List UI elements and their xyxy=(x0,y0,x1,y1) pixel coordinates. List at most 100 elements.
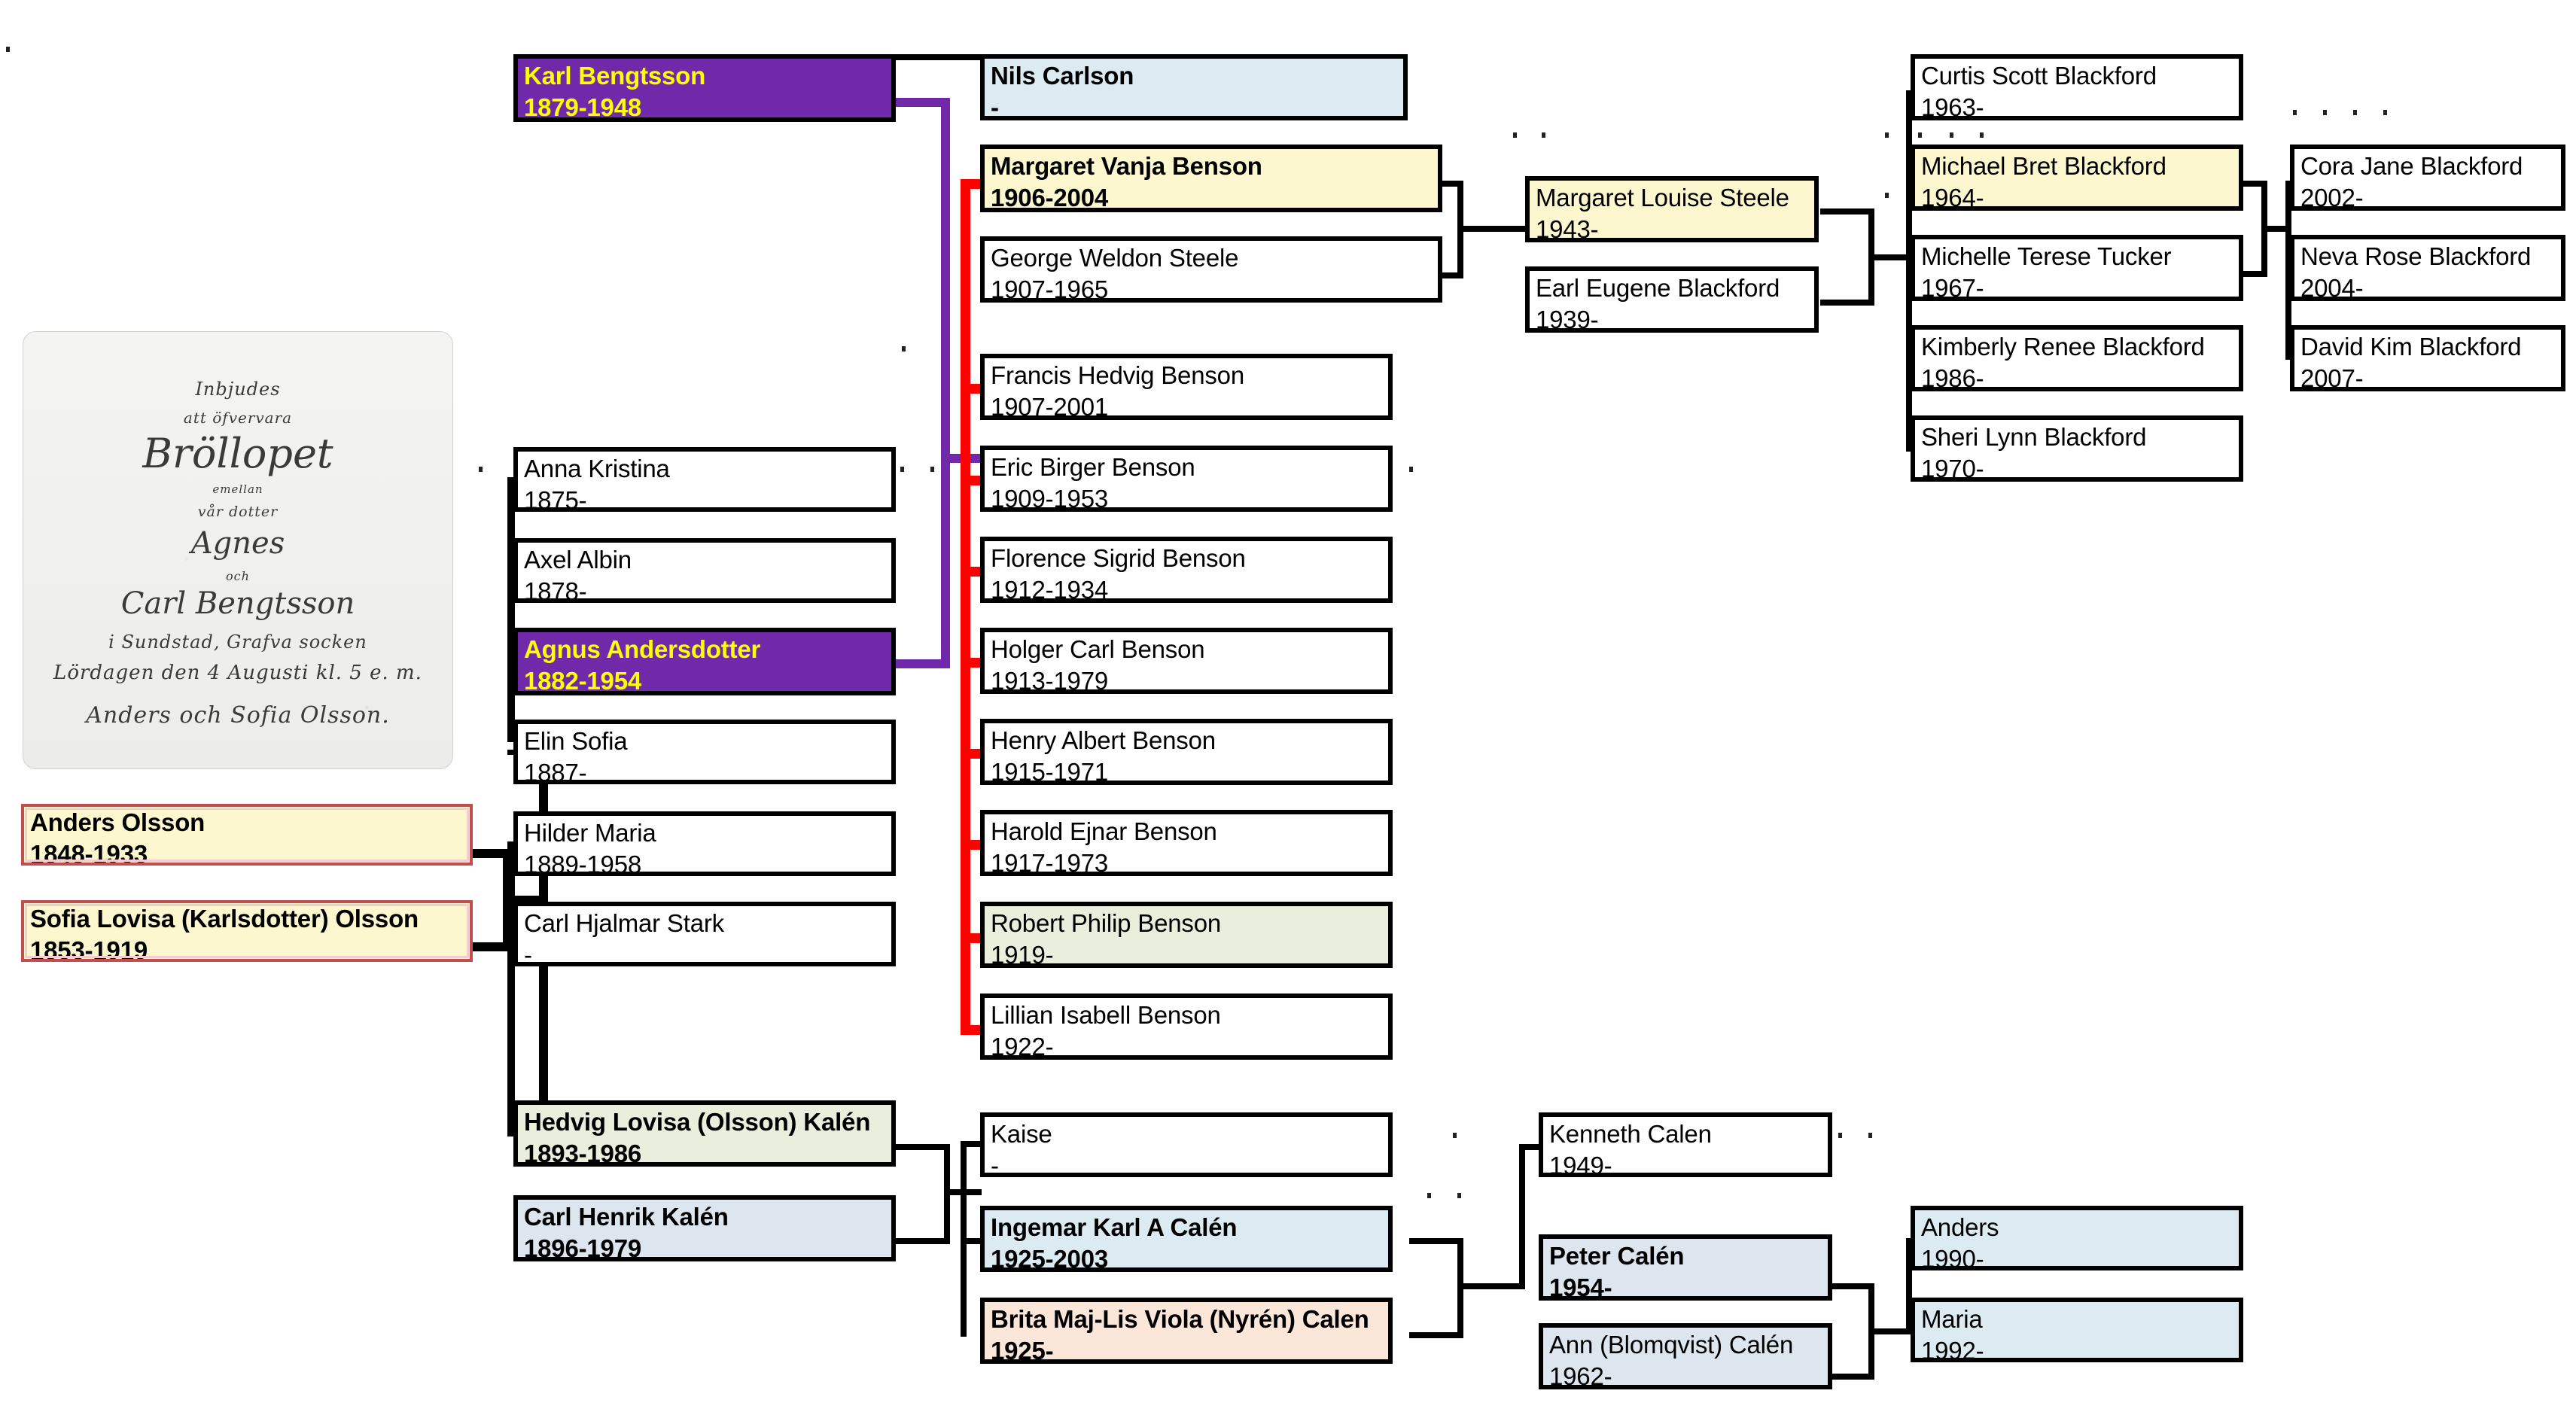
person-box-robert-philip-benson[interactable]: Robert Philip Benson 1919- xyxy=(980,902,1393,968)
person-dates: 1990- xyxy=(1921,1245,1984,1270)
connector-michael-bot xyxy=(2228,271,2267,277)
person-dates: 1992- xyxy=(1921,1337,1984,1362)
person-box-sheri-lynn-blackford[interactable]: Sheri Lynn Blackford 1970- xyxy=(1911,415,2243,482)
person-box-henry-albert-benson[interactable]: Henry Albert Benson 1915-1971 xyxy=(980,719,1393,785)
person-box-cora-jane-blackford[interactable]: Cora Jane Blackford 2002- xyxy=(2290,145,2565,211)
person-box-ann-blomqvist-calen[interactable]: Ann (Blomqvist) Calén 1962- xyxy=(1539,1323,1832,1389)
person-name: Neva Rose Blackford xyxy=(2300,242,2532,270)
person-dates: 1848-1933 xyxy=(30,840,148,866)
person-name: Anders Olsson xyxy=(30,808,206,836)
person-dates: 1925-2003 xyxy=(991,1245,1109,1272)
connector-calen-children-spine xyxy=(1519,1144,1525,1287)
person-box-holger-carl-benson[interactable]: Holger Carl Benson 1913-1979 xyxy=(980,628,1393,694)
connector-calen-child-kenneth xyxy=(1519,1144,1543,1150)
connector-ingemar-bot xyxy=(1409,1332,1463,1338)
connector-benson-spine xyxy=(961,179,970,1034)
person-box-agnus-andersdotter[interactable]: Agnus Andersdotter 1882-1954 xyxy=(513,628,896,695)
person-dates: 1922- xyxy=(991,1033,1054,1060)
person-box-margaret-louise-steele[interactable]: Margaret Louise Steele 1943- xyxy=(1525,176,1819,242)
person-name: Harold Ejnar Benson xyxy=(991,817,1217,845)
person-name: David Kim Blackford xyxy=(2300,333,2522,361)
connector-michael-stem xyxy=(2261,226,2291,232)
person-name: Henry Albert Benson xyxy=(991,726,1216,754)
person-box-sofia-lovisa-olsson[interactable]: Sofia Lovisa (Karlsdotter) Olsson 1853-1… xyxy=(21,900,473,962)
person-box-kaise[interactable]: Kaise - xyxy=(980,1112,1393,1177)
artifact-dot xyxy=(1453,1133,1457,1138)
invitation-line-6: Agnes xyxy=(190,526,285,561)
person-dates: 2002- xyxy=(2300,184,2364,211)
person-box-anders-olsson[interactable]: Anders Olsson 1848-1933 xyxy=(21,804,473,866)
person-box-carl-henrik-kalen[interactable]: Carl Henrik Kalén 1896-1979 xyxy=(513,1195,896,1261)
person-dates: 1986- xyxy=(1921,364,1984,391)
person-box-francis-hedvig-benson[interactable]: Francis Hedvig Benson 1907-2001 xyxy=(980,354,1393,420)
person-dates: 1887- xyxy=(524,759,587,784)
person-dates: 1896-1979 xyxy=(524,1234,642,1261)
person-box-curtis-scott-blackford[interactable]: Curtis Scott Blackford 1963- xyxy=(1911,54,2243,120)
person-box-eric-birger-benson[interactable]: Eric Birger Benson 1909-1953 xyxy=(980,446,1393,512)
person-name: Anna Kristina xyxy=(524,455,670,482)
person-dates: 2007- xyxy=(2300,364,2364,391)
person-box-david-kim-blackford[interactable]: David Kim Blackford 2007- xyxy=(2290,325,2565,391)
person-box-neva-rose-blackford[interactable]: Neva Rose Blackford 2004- xyxy=(2290,235,2565,301)
person-box-karl-bengtsson[interactable]: Karl Bengtsson 1879-1948 xyxy=(513,54,896,122)
person-box-nils-carlson[interactable]: Nils Carlson - xyxy=(980,54,1408,120)
person-box-hilder-maria[interactable]: Hilder Maria 1889-1958 xyxy=(513,811,896,876)
connector-purple-karl xyxy=(896,98,950,107)
person-name: Michelle Terese Tucker xyxy=(1921,242,2172,270)
person-name: George Weldon Steele xyxy=(991,244,1239,272)
person-box-florence-sigrid-benson[interactable]: Florence Sigrid Benson 1912-1934 xyxy=(980,537,1393,603)
person-box-harold-ejnar-benson[interactable]: Harold Ejnar Benson 1917-1973 xyxy=(980,810,1393,876)
person-name: Michael Bret Blackford xyxy=(1921,152,2166,180)
person-dates: 1917-1973 xyxy=(991,849,1109,876)
person-box-carl-hjalmar-stark[interactable]: Carl Hjalmar Stark - xyxy=(513,902,896,966)
person-name: Robert Philip Benson xyxy=(991,909,1222,937)
person-name: Elin Sofia xyxy=(524,727,628,755)
person-dates: 1893-1986 xyxy=(524,1140,642,1167)
person-name: Maria xyxy=(1921,1305,1983,1333)
artifact-dot xyxy=(2323,110,2327,115)
invitation-line-1: Inbjudes xyxy=(195,379,281,400)
person-name: Margaret Louise Steele xyxy=(1536,184,1789,211)
person-box-peter-calen[interactable]: Peter Calén 1954- xyxy=(1539,1234,1832,1301)
person-box-earl-eugene-blackford[interactable]: Earl Eugene Blackford 1939- xyxy=(1525,266,1819,333)
person-box-margaret-vanja-benson[interactable]: Margaret Vanja Benson 1906-2004 xyxy=(980,145,1442,212)
person-name: Agnus Andersdotter xyxy=(524,635,761,663)
person-box-george-weldon-steele[interactable]: George Weldon Steele 1907-1965 xyxy=(980,236,1442,303)
person-box-maria-calen[interactable]: Maria 1992- xyxy=(1911,1298,2243,1362)
artifact-dot xyxy=(1513,132,1517,138)
person-dates: 1879-1948 xyxy=(524,93,642,121)
person-box-lillian-isabell-benson[interactable]: Lillian Isabell Benson 1922- xyxy=(980,994,1393,1060)
person-box-elin-sofia[interactable]: Elin Sofia 1887- xyxy=(513,720,896,784)
person-name: Earl Eugene Blackford xyxy=(1536,274,1780,302)
person-box-kenneth-calen[interactable]: Kenneth Calen 1949- xyxy=(1539,1112,1832,1177)
artifact-dot xyxy=(1885,132,1889,138)
connector-peter-top xyxy=(1820,1283,1874,1289)
person-name: Hedvig Lovisa (Olsson) Kalén xyxy=(524,1108,871,1136)
artifact-dot xyxy=(6,47,10,52)
person-name: Margaret Vanja Benson xyxy=(991,152,1262,180)
person-name: Carl Hjalmar Stark xyxy=(524,909,724,937)
person-name: Karl Bengtsson xyxy=(524,62,706,90)
person-dates: 1912-1934 xyxy=(991,576,1109,603)
person-dates: 1907-2001 xyxy=(991,393,1109,420)
artifact-dot xyxy=(1427,1193,1431,1198)
wedding-invitation-image: Inbjudes att öfvervara Bröllopet emellan… xyxy=(23,331,453,769)
connector-peter-children-spine xyxy=(1906,1238,1912,1334)
person-box-hedvig-lovisa-kalen[interactable]: Hedvig Lovisa (Olsson) Kalén 1893-1986 xyxy=(513,1100,896,1167)
person-box-michelle-terese-tucker[interactable]: Michelle Terese Tucker 1967- xyxy=(1911,235,2243,301)
person-box-brita-calen[interactable]: Brita Maj-Lis Viola (Nyrén) Calen 1925- xyxy=(980,1298,1393,1364)
person-box-ingemar-karl-a-calen[interactable]: Ingemar Karl A Calén 1925-2003 xyxy=(980,1206,1393,1272)
person-name: Ingemar Karl A Calén xyxy=(991,1213,1238,1241)
person-box-axel-albin[interactable]: Axel Albin 1878- xyxy=(513,538,896,603)
person-box-michael-bret-blackford[interactable]: Michael Bret Blackford 1964- xyxy=(1911,145,2243,211)
person-box-anna-kristina[interactable]: Anna Kristina 1875- xyxy=(513,447,896,512)
artifact-dot xyxy=(2383,110,2387,115)
person-name: Eric Birger Benson xyxy=(991,453,1195,481)
person-dates: - xyxy=(991,1152,999,1177)
invitation-line-3: Bröllopet xyxy=(142,430,333,477)
person-name: Lillian Isabell Benson xyxy=(991,1001,1221,1029)
connector-kalen-bot xyxy=(896,1238,950,1244)
person-box-anders-calen[interactable]: Anders 1990- xyxy=(1911,1206,2243,1270)
person-box-kimberly-renee-blackford[interactable]: Kimberly Renee Blackford 1986- xyxy=(1911,325,2243,391)
